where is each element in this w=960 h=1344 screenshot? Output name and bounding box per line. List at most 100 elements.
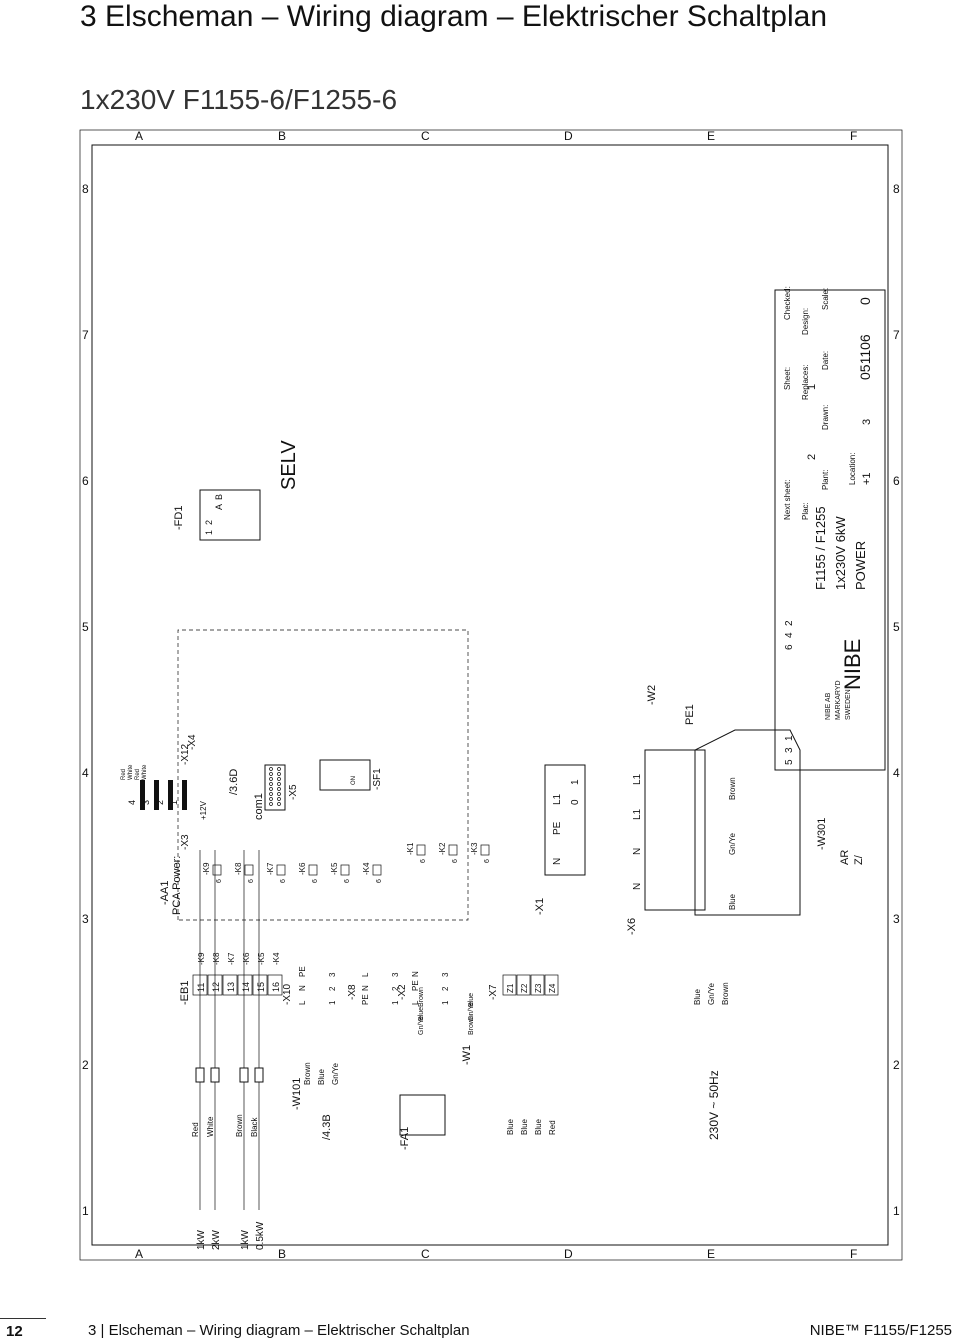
relay-coil (448, 844, 458, 856)
fd1-pin: 2 (204, 520, 214, 525)
title-block-text: 2 (806, 454, 818, 460)
relay-pin: 6 (484, 859, 491, 863)
heater-rating: 1kW (240, 1229, 251, 1250)
w301-plug (694, 729, 801, 916)
page-subtitle: 1x230V F1155-6/F1255-6 (80, 84, 398, 115)
fd1-pin: 1 (204, 530, 214, 535)
x7-pin: Z1 (506, 983, 515, 993)
grid-row-right-6: 6 (893, 474, 900, 488)
board-ref: -AA1 (159, 881, 171, 905)
relay-ref: -K4 (362, 862, 371, 875)
x7-pin: Z4 (548, 983, 557, 993)
grid-col-bottom-A: A (135, 1247, 143, 1261)
x3-pin: 15 (256, 982, 266, 992)
grid-col-top-C: C (421, 129, 430, 143)
terminal-pin: N (411, 971, 420, 977)
terminal-wire-color: Brown (468, 1015, 475, 1035)
x12-pin-bar (140, 780, 145, 810)
title-power: 1x230V 6kW (833, 516, 848, 590)
x6-block (644, 749, 706, 911)
title-rev-left: 5 (784, 759, 795, 765)
x3-pin: 11 (196, 983, 206, 992)
heater-wire-color: Brown (235, 1114, 244, 1137)
ref-360: /3.6D (228, 769, 240, 795)
grid-row-right-5: 5 (893, 620, 900, 634)
title-block: Next sheet:2Sheet:1Checked:Plac:Replaces… (774, 286, 886, 771)
terminal-num: 3 (391, 972, 400, 977)
x3-pin: 13 (226, 982, 236, 992)
heater-rating: 0.5kW (255, 1221, 266, 1250)
heater-element (195, 1067, 205, 1083)
relay-pin: 6 (312, 879, 319, 883)
terminal-num: 2 (391, 986, 400, 991)
x6-label: L1 (632, 773, 643, 785)
title-block-text: Checked: (783, 286, 792, 320)
x12-pin-bar (168, 780, 173, 810)
x2-ref: -X2 (397, 984, 408, 1000)
title-block-text: 0 (857, 297, 873, 305)
heater-wire-color: Black (250, 1116, 259, 1137)
x12-label: +12V (199, 800, 208, 820)
title-rev-right: 2 (784, 620, 795, 626)
terminal-num: 3 (328, 972, 337, 977)
x6-ref: -X6 (626, 918, 638, 935)
terminal-pin: L (411, 1000, 420, 1005)
terminal-pin: PE (411, 980, 420, 991)
title-rev-left: 1 (784, 735, 795, 741)
title-company: NIBE AB (825, 692, 832, 720)
relay-pin: 6 (376, 879, 383, 883)
terminal-wire-color: Blue (418, 1007, 425, 1021)
x1-col: PE (552, 821, 563, 835)
terminal-wire-color: Gn/Ye (418, 1016, 425, 1035)
page-number: 12 (0, 1318, 46, 1344)
relay-ref: -K8 (234, 862, 243, 875)
relay-ref: -K5 (330, 862, 339, 875)
heater-element (210, 1067, 220, 1083)
x1-col: N (552, 858, 563, 865)
grid-row-left-6: 6 (82, 474, 89, 488)
relay-ref: -K7 (266, 862, 275, 875)
title-block-text: Scale: (821, 288, 830, 310)
x5-ref: -X5 (288, 784, 299, 800)
title-block-text: 1 (806, 384, 818, 390)
relay-ref: -K1 (406, 842, 415, 855)
grid-col-top-F: F (850, 129, 857, 143)
page-title: 3 Elscheman – Wiring diagram – Elektrisc… (80, 0, 827, 33)
x1-row2: 0 (570, 799, 581, 805)
x7-wire-color: Blue (506, 1118, 515, 1135)
w1-ref: -W1 (461, 1045, 473, 1065)
terminal-num: 1 (328, 1000, 337, 1005)
w301-ref: -W301 (816, 818, 828, 850)
x3-relay: -K6 (242, 952, 251, 965)
terminal-wire-color: Gn/Ye (468, 1002, 475, 1021)
eb1-ref: -EB1 (179, 981, 191, 1005)
grid-row-left-5: 5 (82, 620, 89, 634)
x7-wire-color: Blue (520, 1118, 529, 1135)
title-company: MARKARYD (835, 680, 842, 720)
x12-pin: 3 (141, 800, 151, 805)
supply-wire-color: Blue (693, 988, 702, 1005)
title-block-text: Plant: (821, 470, 830, 490)
x3-relay: -K7 (227, 952, 236, 965)
x7-wire-color: Red (548, 1120, 557, 1135)
grid-row-left-8: 8 (82, 182, 89, 196)
x8-ref: -X8 (347, 984, 358, 1000)
x3-pin: 16 (271, 982, 281, 992)
heater-element (254, 1067, 264, 1083)
footer-brand: NIBE™ F1155/F1255 (809, 1322, 952, 1339)
grid-row-right-2: 2 (893, 1058, 900, 1072)
relay-coil (276, 864, 286, 876)
grid-row-right-3: 3 (893, 912, 900, 926)
x3-pin: 12 (211, 982, 221, 992)
x10-ref: -X10 (282, 983, 293, 1005)
terminal-wire-color: Blue (468, 993, 475, 1007)
x6-label: N (632, 848, 643, 855)
terminal-num: 1 (391, 1000, 400, 1005)
